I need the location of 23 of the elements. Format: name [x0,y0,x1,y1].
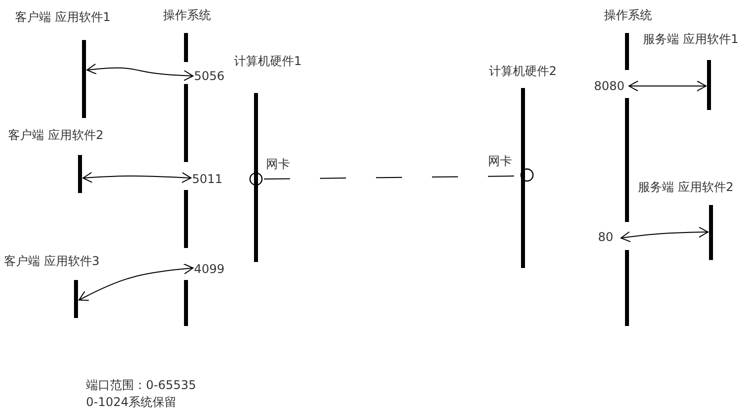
double-arrow [86,64,194,82]
lifeline-title: 操作系统 [604,8,652,22]
lifeline-title: 客户端 应用软件2 [8,128,104,142]
lifeline-title: 操作系统 [163,8,211,22]
port-number: 5011 [192,171,226,187]
note-text: 端口范围：0-65535 [86,378,196,392]
double-arrow [620,226,708,242]
lifeline-title: 服务端 应用软件1 [643,32,738,46]
lifeline-title: 服务端 应用软件2 [638,180,734,194]
port-number: 8080 [594,78,628,94]
port-number: 80 [598,229,620,245]
lifeline-title: 客户端 应用软件3 [4,254,100,268]
double-arrow [78,263,194,301]
port-number: 4099 [194,261,228,277]
lifeline-title: 计算机硬件1 [234,54,302,68]
lifeline-title: 计算机硬件2 [489,64,557,78]
note-text: 0-1024系统保留 [86,395,177,409]
port-number: 5056 [194,68,228,84]
lifeline-title: 客户端 应用软件1 [15,10,110,24]
double-arrow [628,80,706,92]
component-label: 网卡 [266,157,290,171]
component-label: 网卡 [488,154,512,168]
double-arrow [82,172,192,184]
